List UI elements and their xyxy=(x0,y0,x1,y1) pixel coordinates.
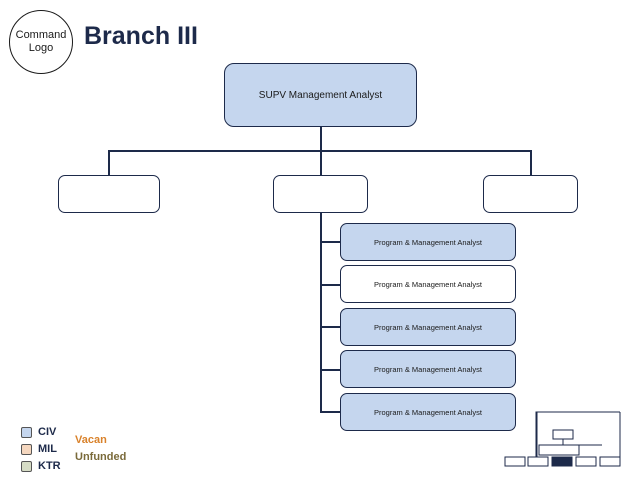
analyst-box: Program & Management Analyst xyxy=(340,393,516,431)
branch-box-left xyxy=(58,175,160,213)
connector-analyst-spine xyxy=(320,213,322,412)
analyst-box: Program & Management Analyst xyxy=(340,308,516,346)
legend-unfunded: Unfunded xyxy=(75,451,127,463)
connector-analyst-1 xyxy=(320,241,340,243)
legend-mil-label: MIL xyxy=(38,443,57,455)
legend-ktr-label: KTR xyxy=(38,460,61,472)
branch-box-right xyxy=(483,175,578,213)
mini-map-top-box xyxy=(552,429,574,440)
logo-line-1: Command xyxy=(15,29,67,41)
legend-ktr-swatch xyxy=(21,460,32,472)
connector-right-drop xyxy=(530,150,532,175)
connector-analyst-4 xyxy=(320,369,340,371)
command-logo: Command Logo xyxy=(9,10,73,74)
connector-supv-down xyxy=(320,127,322,151)
analyst-label: Program & Management Analyst xyxy=(374,279,482,289)
legend-ktr: KTR xyxy=(21,460,61,472)
legend-mil-swatch xyxy=(21,443,32,455)
mini-map-box-1 xyxy=(504,456,526,467)
mini-map-mid-box xyxy=(538,444,580,456)
mini-map-box-current xyxy=(551,456,573,467)
analyst-box: Program & Management Analyst xyxy=(340,350,516,388)
legend-civ-swatch xyxy=(21,426,32,438)
legend-vacant: Vacan xyxy=(75,434,107,446)
connector-analyst-5 xyxy=(320,411,340,413)
legend-civ-label: CIV xyxy=(38,426,57,438)
analyst-box: Program & Management Analyst xyxy=(340,265,516,303)
analyst-label: Program & Management Analyst xyxy=(374,364,482,374)
mini-map-box-5 xyxy=(599,456,621,467)
supervisor-box: SUPV Management Analyst xyxy=(224,63,417,127)
mini-map-box-2 xyxy=(527,456,549,467)
analyst-label: Program & Management Analyst xyxy=(374,322,482,332)
connector-analyst-3 xyxy=(320,326,340,328)
page-title: Branch III xyxy=(84,22,198,50)
logo-line-2: Logo xyxy=(28,42,54,54)
branch-box-center xyxy=(273,175,368,213)
legend-mil: MIL xyxy=(21,443,57,455)
mini-map-box-4 xyxy=(575,456,597,467)
analyst-label: Program & Management Analyst xyxy=(374,237,482,247)
mini-org-map xyxy=(504,411,621,467)
connector-center-drop xyxy=(320,150,322,175)
analyst-box: Program & Management Analyst xyxy=(340,223,516,261)
mini-map-frame-left xyxy=(535,411,538,459)
supervisor-label: SUPV Management Analyst xyxy=(258,89,383,101)
analyst-label: Program & Management Analyst xyxy=(374,407,482,417)
connector-left-drop xyxy=(108,150,110,175)
connector-analyst-2 xyxy=(320,284,340,286)
legend-civ: CIV xyxy=(21,426,56,438)
